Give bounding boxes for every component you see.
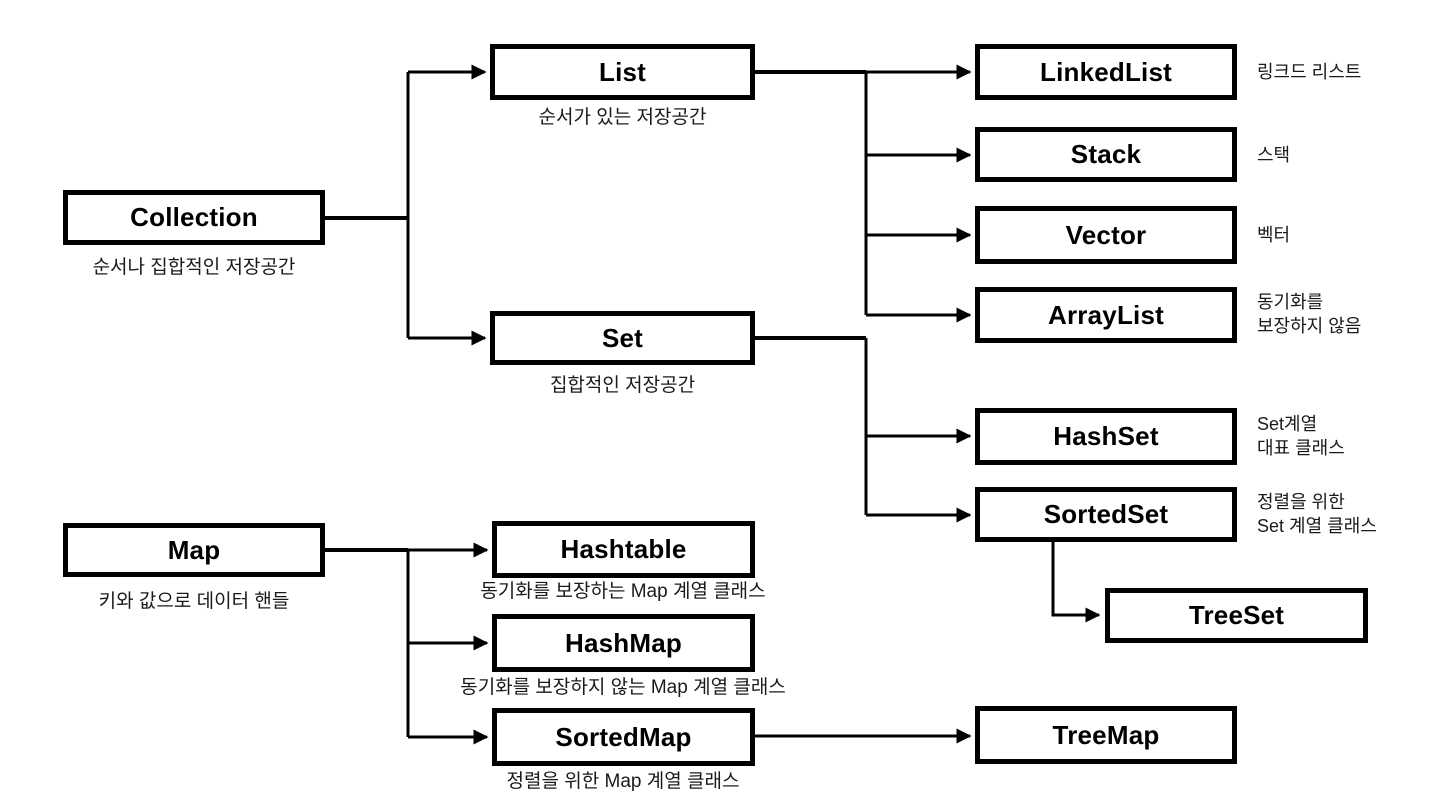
node-list-label: List	[598, 56, 647, 87]
sidenote-sortedset-line2: Set 계열 클래스	[1257, 516, 1377, 536]
sidenote-hashset-line2: 대표 클래스	[1257, 438, 1345, 458]
node-map: Map	[63, 523, 325, 577]
sidenote-sortedset-line1: 정렬을 위한	[1257, 492, 1345, 512]
node-hashset: HashSet	[975, 408, 1237, 465]
node-map-label: Map	[167, 534, 221, 565]
node-set: Set	[490, 311, 755, 365]
node-treeset-label: TreeSet	[1188, 600, 1285, 630]
sidenote-stack: 스택	[1257, 143, 1290, 167]
caption-collection: 순서나 집합적인 저장공간	[92, 257, 296, 278]
node-hashset-label: HashSet	[1053, 421, 1159, 451]
sidenote-sortedset: 정렬을 위한 Set 계열 클래스	[1257, 490, 1377, 538]
edge-sortedset-to-treeset	[1051, 542, 1101, 623]
node-sortedmap: SortedMap	[492, 708, 755, 766]
sidenote-arraylist-line2: 보장하지 않음	[1257, 316, 1362, 336]
sidenote-linkedlist-line1: 링크드 리스트	[1257, 62, 1362, 82]
sidenote-hashset-line1: Set계열	[1257, 414, 1318, 434]
node-sortedset-label: SortedSet	[1043, 499, 1169, 529]
caption-sortedmap: 정렬을 위한 Map 계열 클래스	[506, 771, 740, 792]
caption-list: 순서가 있는 저장공간	[538, 107, 707, 128]
node-hashtable: Hashtable	[492, 521, 755, 578]
node-hashmap: HashMap	[492, 614, 755, 672]
sidenote-vector: 벡터	[1257, 223, 1290, 247]
node-collection-label: Collection	[130, 202, 258, 232]
node-treemap: TreeMap	[975, 706, 1237, 764]
node-treemap-label: TreeMap	[1052, 719, 1160, 750]
sidenote-arraylist: 동기화를 보장하지 않음	[1257, 290, 1361, 338]
sidenote-hashset: Set계열 대표 클래스	[1257, 412, 1345, 460]
node-list: List	[490, 44, 755, 100]
caption-hashmap: 동기화를 보장하지 않는 Map 계열 클래스	[460, 677, 786, 698]
node-vector-label: Vector	[1065, 219, 1147, 250]
caption-map: 키와 값으로 데이터 핸들	[98, 591, 290, 612]
node-treeset: TreeSet	[1105, 588, 1368, 643]
node-hashtable-label: Hashtable	[560, 534, 687, 564]
caption-set: 집합적인 저장공간	[549, 375, 696, 396]
node-vector: Vector	[975, 206, 1237, 264]
sidenote-stack-line1: 스택	[1257, 145, 1291, 165]
caption-hashtable: 동기화를 보장하는 Map 계열 클래스	[480, 581, 766, 602]
node-arraylist-label: ArrayList	[1048, 299, 1164, 330]
node-stack: Stack	[975, 127, 1237, 182]
node-set-label: Set	[601, 322, 644, 353]
node-sortedmap-label: SortedMap	[555, 721, 692, 752]
node-linkedlist: LinkedList	[975, 44, 1237, 100]
node-linkedlist-label: LinkedList	[1039, 56, 1172, 87]
node-hashmap-label: HashMap	[565, 627, 682, 658]
node-sortedset: SortedSet	[975, 487, 1237, 542]
sidenote-vector-line1: 벡터	[1257, 225, 1291, 245]
node-stack-label: Stack	[1070, 139, 1142, 169]
sidenote-linkedlist: 링크드 리스트	[1257, 60, 1361, 84]
node-collection: Collection	[63, 190, 325, 245]
node-arraylist: ArrayList	[975, 287, 1237, 343]
sidenote-arraylist-line1: 동기화를	[1257, 292, 1324, 312]
